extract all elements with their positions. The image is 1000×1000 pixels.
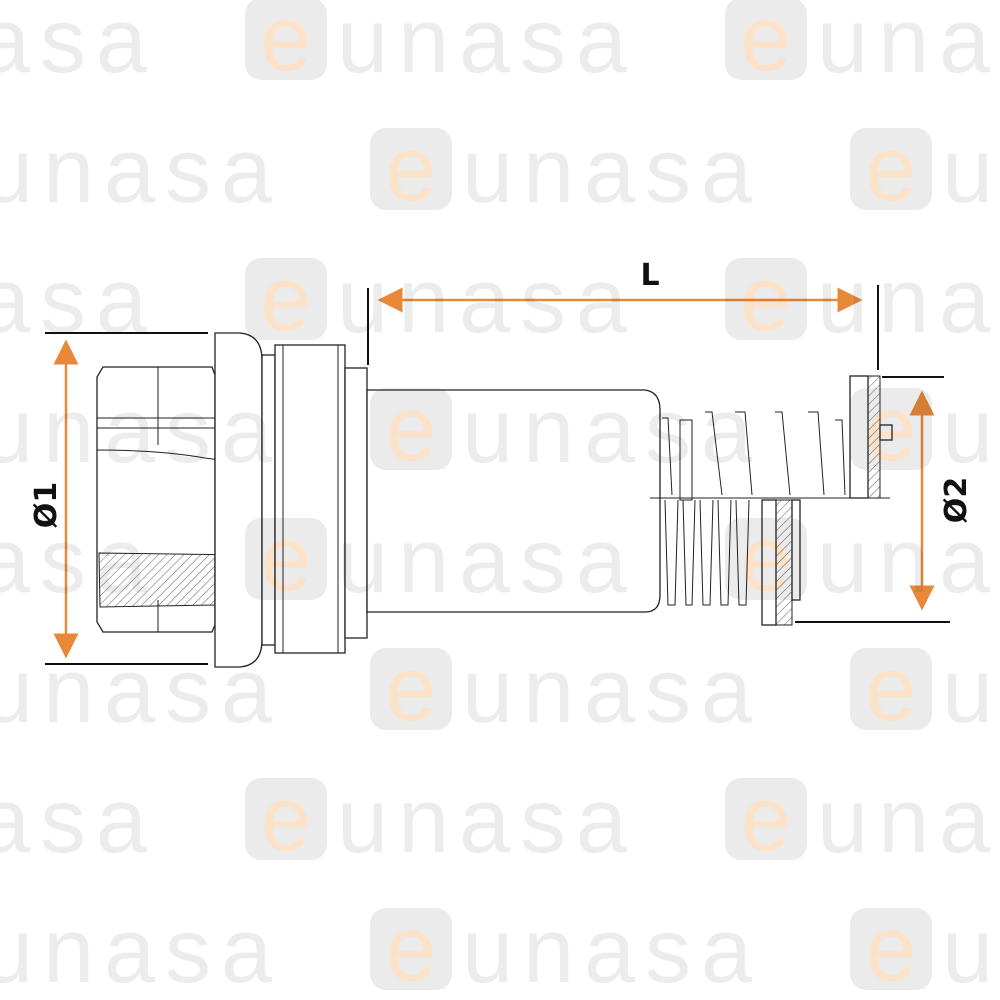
flange bbox=[214, 332, 263, 668]
spring bbox=[662, 411, 846, 606]
diameter2-label: Ø2 bbox=[939, 477, 974, 523]
diameter1-label: Ø1 bbox=[29, 482, 64, 528]
upper-plate bbox=[849, 375, 893, 499]
magnet-cylinder bbox=[366, 389, 661, 613]
extension-lines bbox=[45, 285, 950, 665]
washer bbox=[344, 367, 368, 639]
length-label: L bbox=[640, 258, 659, 293]
threaded-body bbox=[274, 344, 346, 654]
lower-plate bbox=[761, 499, 801, 626]
collar bbox=[261, 354, 276, 646]
